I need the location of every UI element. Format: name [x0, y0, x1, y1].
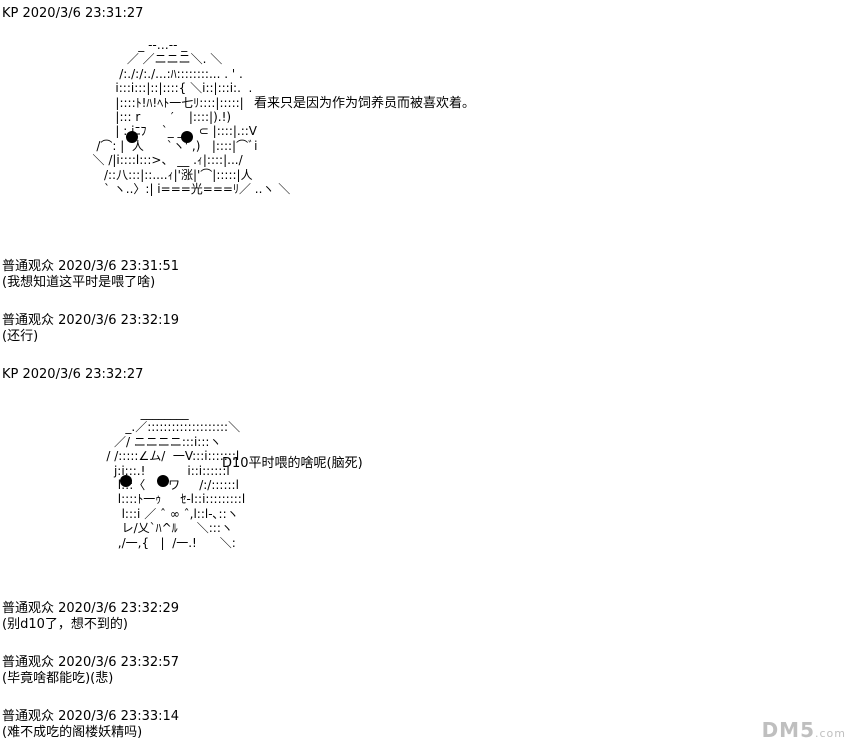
- post-header: 普通观众 2020/3/6 23:32:19: [2, 313, 180, 328]
- post-body: (还行): [2, 329, 39, 344]
- post-header: 普通观众 2020/3/6 23:31:51: [2, 259, 180, 274]
- eye-left-icon: [120, 475, 132, 487]
- post-body: (别d10了，想不到的): [2, 617, 128, 632]
- ascii-art-character: _ -‐…‐- _ ／ ／ニニニ＼. ＼ /:./:/:./...:ﾊ:::::…: [92, 38, 291, 197]
- eye-right-icon: [181, 131, 193, 143]
- eye-right-icon: [157, 475, 169, 487]
- ascii-art-character: ________ _.／::::::::::::::::::::＼ ／/ ニニニ…: [106, 406, 246, 550]
- post-header: 普通观众 2020/3/6 23:32:29: [2, 601, 180, 616]
- post-header: KP 2020/3/6 23:32:27: [2, 367, 144, 382]
- post-body: (难不成吃的阁楼妖精吗): [2, 725, 143, 740]
- post-header: KP 2020/3/6 23:31:27: [2, 6, 144, 21]
- post-header: 普通观众 2020/3/6 23:33:14: [2, 709, 180, 724]
- post-body: (毕竟啥都能吃)(悲): [2, 671, 114, 686]
- art-caption: D10平时喂的啥呢(脑死): [222, 456, 363, 471]
- post-header: 普通观众 2020/3/6 23:32:57: [2, 655, 180, 670]
- eye-left-icon: [126, 131, 138, 143]
- site-watermark-logo: DM5.com: [761, 718, 846, 742]
- art-caption: 看来只是因为作为饲养员而被喜欢着。: [254, 96, 476, 111]
- post-body: (我想知道这平时是喂了啥): [2, 275, 156, 290]
